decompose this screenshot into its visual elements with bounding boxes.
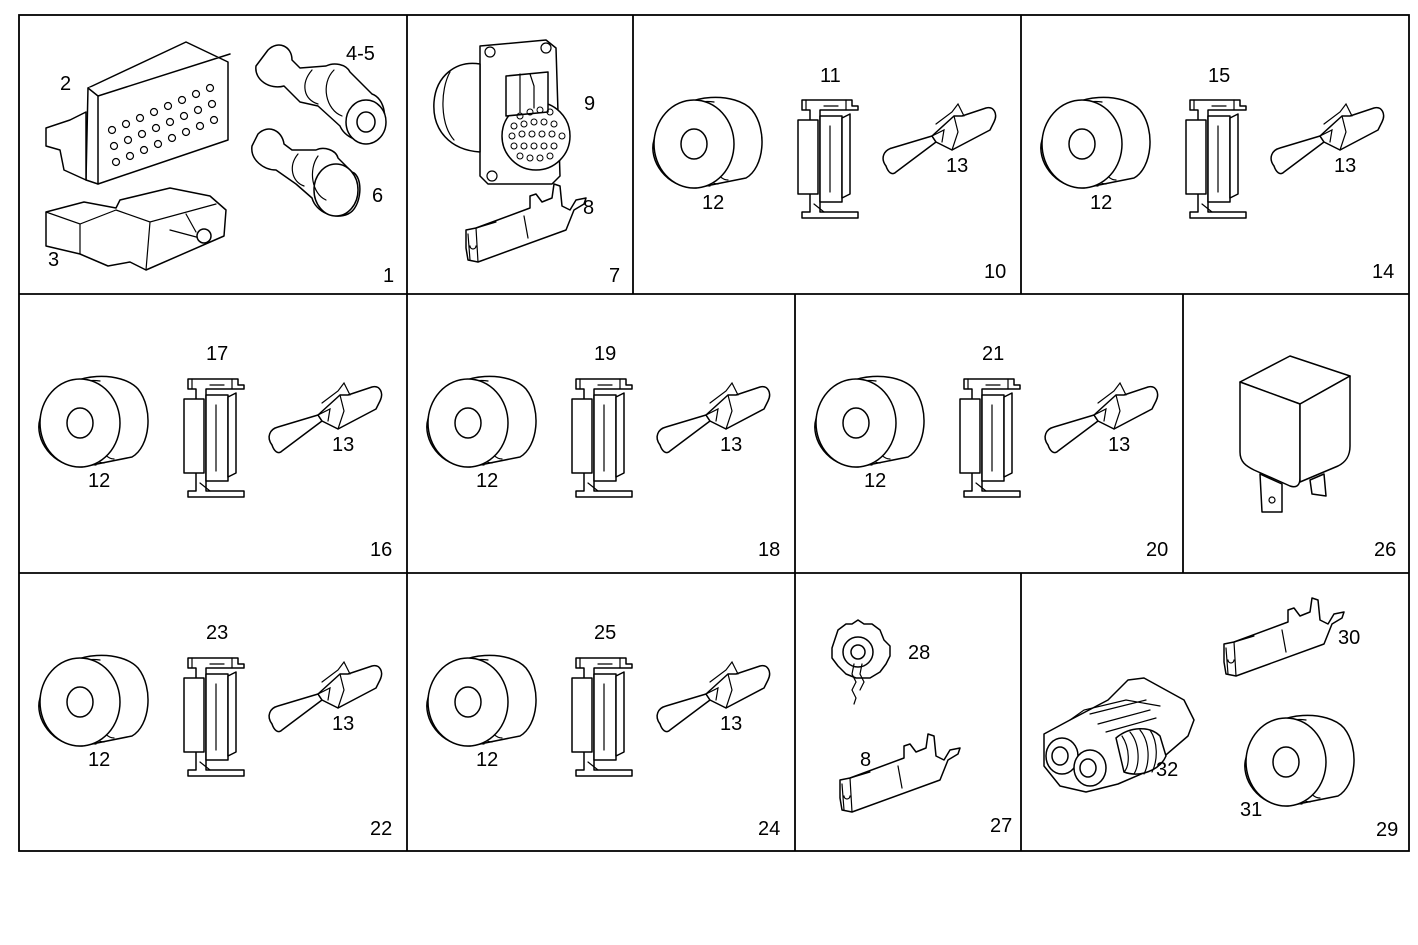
panel-22: 23 12 13 22	[38, 622, 392, 840]
callout-2: 2	[60, 73, 71, 95]
callout-12: 12	[1090, 192, 1112, 214]
panel-number-16: 16	[370, 539, 392, 561]
callout-13: 13	[946, 155, 968, 177]
panel-number-10: 10	[984, 261, 1006, 283]
panel-16: 17 12 13 16	[38, 343, 392, 561]
relay	[1239, 355, 1351, 513]
callout-12: 12	[476, 470, 498, 492]
panel-26: 26	[1239, 355, 1396, 561]
callout-8: 8	[583, 197, 594, 219]
panel-18: 19 12 13 18	[426, 343, 780, 561]
panel-20: 21 12 13 20	[814, 343, 1168, 561]
callout-12: 12	[476, 749, 498, 771]
wire-seal-31	[1244, 714, 1355, 807]
panel-1: 2 4-5 6 3 1	[45, 41, 394, 287]
secondary-lock-21	[959, 378, 1021, 498]
blade-terminal	[1270, 103, 1385, 175]
secondary-lock-17	[183, 378, 245, 498]
panel-number-22: 22	[370, 818, 392, 840]
callout-15: 15	[1208, 65, 1230, 87]
wire-seal	[814, 375, 925, 468]
callout-12: 12	[88, 749, 110, 771]
callout-32: 32	[1156, 759, 1178, 781]
secondary-lock-19	[571, 378, 633, 498]
round-connector-socket	[433, 39, 571, 185]
round-cap-28	[831, 619, 891, 705]
wire-seal	[426, 375, 537, 468]
multi-pin-connector-housing	[45, 41, 231, 185]
callout-30: 30	[1338, 627, 1360, 649]
callout-13: 13	[720, 713, 742, 735]
panel-number-1: 1	[383, 265, 394, 287]
two-way-connector-32	[1043, 677, 1195, 793]
callout-12: 12	[864, 470, 886, 492]
callout-31: 31	[1240, 799, 1262, 821]
panel-7: 9 8 7	[433, 39, 620, 287]
crimp-terminal-30	[1223, 597, 1345, 677]
blade-terminal	[1044, 382, 1159, 454]
panel-27: 28 8 27	[831, 619, 1012, 837]
panel-24: 25 12 13 24	[426, 622, 780, 840]
panel-number-26: 26	[1374, 539, 1396, 561]
diagram-frame	[18, 14, 1410, 852]
callout-13: 13	[1334, 155, 1356, 177]
blade-terminal	[882, 103, 997, 175]
blade-terminal	[656, 382, 771, 454]
callout-3: 3	[48, 249, 59, 271]
single-wire-seal-6	[251, 128, 361, 217]
secondary-lock-23	[183, 657, 245, 777]
panel-number-27: 27	[990, 815, 1012, 837]
callout-6: 6	[372, 185, 383, 207]
callout-12: 12	[88, 470, 110, 492]
callout-28: 28	[908, 642, 930, 664]
wire-seal	[426, 654, 537, 747]
callout-13: 13	[1108, 434, 1130, 456]
grid-lines	[19, 15, 1409, 851]
callout-13: 13	[332, 434, 354, 456]
callout-12: 12	[702, 192, 724, 214]
panel-number-18: 18	[758, 539, 780, 561]
blade-terminal	[268, 382, 383, 454]
panel-10: 11 12 13 10	[652, 65, 1006, 283]
secondary-lock-11	[797, 99, 859, 219]
single-wire-seal-4-5	[255, 44, 387, 145]
panel-29: 30 32 31 29	[1043, 597, 1398, 841]
connector-cover	[45, 187, 227, 271]
panel-number-7: 7	[609, 265, 620, 287]
panel-number-20: 20	[1146, 539, 1168, 561]
wire-seal	[38, 375, 149, 468]
callout-4-5: 4-5	[346, 43, 375, 65]
blade-terminal	[268, 661, 383, 733]
panel-number-24: 24	[758, 818, 780, 840]
wire-seal	[1040, 96, 1151, 189]
panel-14: 15 12 13 14	[1040, 65, 1394, 283]
secondary-lock-15	[1185, 99, 1247, 219]
panel-number-29: 29	[1376, 819, 1398, 841]
callout-23: 23	[206, 622, 228, 644]
panel-number-14: 14	[1372, 261, 1394, 283]
crimp-terminal-8	[839, 733, 961, 813]
callout-11: 11	[820, 65, 841, 87]
callout-19: 19	[594, 343, 616, 365]
callout-13: 13	[720, 434, 742, 456]
wire-seal	[652, 96, 763, 189]
callout-8: 8	[860, 749, 871, 771]
wire-seal	[38, 654, 149, 747]
secondary-lock-25	[571, 657, 633, 777]
callout-17: 17	[206, 343, 228, 365]
callout-9: 9	[584, 93, 595, 115]
callout-21: 21	[982, 343, 1004, 365]
callout-25: 25	[594, 622, 616, 644]
blade-terminal	[656, 661, 771, 733]
crimp-terminal-8	[465, 183, 587, 263]
callout-13: 13	[332, 713, 354, 735]
